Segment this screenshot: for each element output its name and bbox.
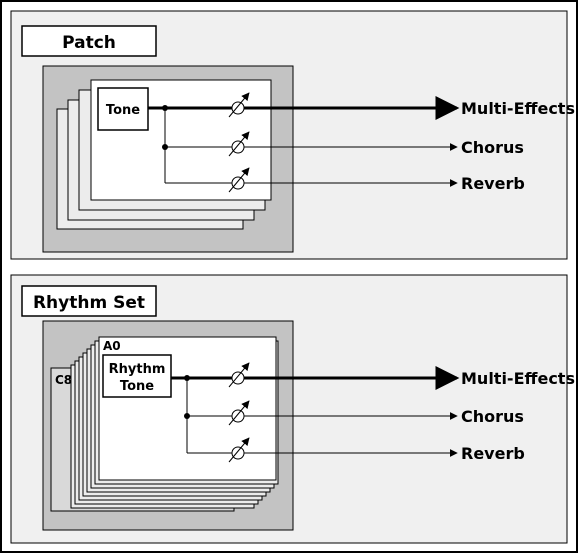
rhythm-layer-a0-label: A0: [103, 339, 121, 353]
rhythm-layer-c8-label: C8: [55, 373, 72, 387]
output-chorus-label: Chorus: [461, 138, 524, 157]
output-multi-effects-label: Multi-Effects: [461, 99, 575, 118]
send-level-knob-icon: [228, 437, 250, 463]
send-level-knob-icon: [228, 400, 250, 426]
rhythm-tone-label-line1: Rhythm: [109, 362, 166, 377]
patch-panel: Patch Tone Multi-Effects Chorus: [10, 10, 575, 260]
junction-dot: [184, 375, 190, 381]
send-level-knob-icon: [228, 167, 250, 193]
patch-title-box: [21, 25, 157, 57]
junction-dot: [184, 413, 190, 419]
tone-label: Tone: [106, 103, 140, 118]
output-multi-effects-label: Multi-Effects: [461, 369, 575, 388]
rhythm-tone-box: [102, 354, 172, 398]
tone-box: [97, 87, 149, 131]
output-reverb-label: Reverb: [461, 174, 525, 193]
rhythm-set-title-box: [21, 285, 157, 317]
junction-dot: [162, 105, 168, 111]
output-reverb-label: Reverb: [461, 444, 525, 463]
send-level-knob-icon: [228, 131, 250, 157]
output-chorus-label: Chorus: [461, 407, 524, 426]
send-level-knob-icon: [228, 92, 250, 118]
rhythm-set-panel: Rhythm Set C8 A0 Rhythm Tone: [10, 274, 575, 544]
junction-dot: [162, 144, 168, 150]
rhythm-tone-label-line2: Tone: [120, 379, 154, 394]
send-level-knob-icon: [228, 362, 250, 388]
rhythm-set-title: Rhythm Set: [33, 293, 145, 313]
patch-title: Patch: [62, 33, 116, 53]
